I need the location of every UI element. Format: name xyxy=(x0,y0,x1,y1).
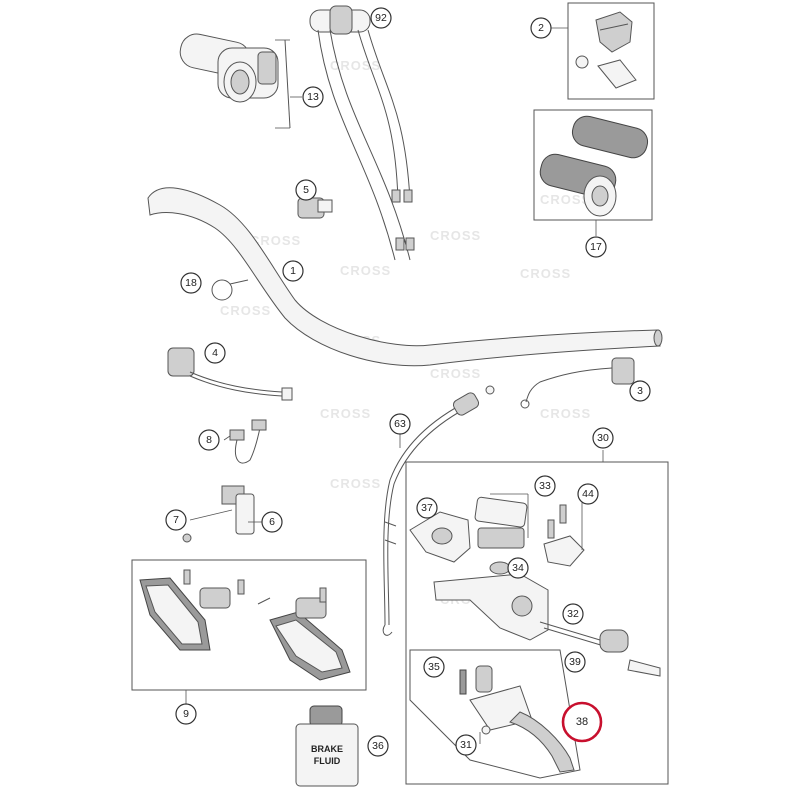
right-switch-part-3 xyxy=(520,357,635,409)
callout-3-label: 3 xyxy=(637,385,643,397)
callout-44-label: 44 xyxy=(582,488,594,500)
callout-18: 18 xyxy=(180,272,202,294)
callout-63: 63 xyxy=(389,413,411,435)
switch-part-5 xyxy=(297,197,333,219)
bottle-label-line2: FLUID xyxy=(314,756,341,766)
watermark: CROSS xyxy=(340,263,391,278)
callout-31-label: 31 xyxy=(460,739,472,751)
grips-box xyxy=(533,109,653,236)
callout-17: 17 xyxy=(585,236,607,258)
watermark: CROSS xyxy=(320,406,371,421)
callout-35-label: 35 xyxy=(428,661,440,673)
watermark: CROSS xyxy=(220,303,271,318)
callout-13: 13 xyxy=(302,86,324,108)
callout-9: 9 xyxy=(175,703,197,725)
callout-6-label: 6 xyxy=(269,516,275,528)
callout-34: 34 xyxy=(507,557,529,579)
callout-3: 3 xyxy=(629,380,651,402)
hand-guards-box xyxy=(131,559,367,704)
callout-2-label: 2 xyxy=(538,22,544,34)
callout-63-label: 63 xyxy=(394,418,406,430)
callout-2: 2 xyxy=(530,17,552,39)
callout-5-label: 5 xyxy=(303,184,309,196)
bottle-label-line1: BRAKE xyxy=(311,744,343,754)
callout-36-label: 36 xyxy=(372,740,384,752)
callout-1: 1 xyxy=(282,260,304,282)
callout-8: 8 xyxy=(198,429,220,451)
left-switch-part-4 xyxy=(167,347,293,401)
callout-9-label: 9 xyxy=(183,708,189,720)
handlebar xyxy=(147,187,663,367)
watermark: CROSS xyxy=(330,476,381,491)
watermark: CROSS xyxy=(330,58,381,73)
callout-31: 31 xyxy=(455,734,477,756)
callout-39: 39 xyxy=(564,651,586,673)
callout-30: 30 xyxy=(592,427,614,449)
callout-17-label: 17 xyxy=(590,241,602,253)
callout-32-label: 32 xyxy=(567,608,579,620)
callout-35: 35 xyxy=(423,656,445,678)
callout-37-label: 37 xyxy=(421,502,433,514)
throttle-assembly xyxy=(179,33,302,129)
watermark: CROSS xyxy=(540,406,591,421)
brake-fluid-bottle: BRAKE FLUID xyxy=(295,705,359,787)
callout-13-label: 13 xyxy=(307,91,319,103)
callout-6: 6 xyxy=(261,511,283,533)
callout-18-label: 18 xyxy=(185,277,197,289)
callout-92-label: 92 xyxy=(375,12,387,24)
cable-tie-part-18 xyxy=(211,279,249,301)
callout-38-label: 38 xyxy=(576,716,588,728)
callout-1-label: 1 xyxy=(290,265,296,277)
callout-4: 4 xyxy=(204,342,226,364)
callout-37: 37 xyxy=(416,497,438,519)
callout-36: 36 xyxy=(367,735,389,757)
callout-33: 33 xyxy=(534,475,556,497)
callout-34-label: 34 xyxy=(512,562,524,574)
callout-7: 7 xyxy=(165,509,187,531)
callout-33-label: 33 xyxy=(539,480,551,492)
master-cylinder-box xyxy=(405,450,669,785)
watermark: CROSS xyxy=(540,192,591,207)
callout-44: 44 xyxy=(577,483,599,505)
connector-parts-6-7-8 xyxy=(182,419,267,543)
watermark: CROSS xyxy=(250,233,301,248)
callout-30-label: 30 xyxy=(597,432,609,444)
callout-7-label: 7 xyxy=(173,514,179,526)
brake-hose xyxy=(382,385,495,636)
callout-38-highlighted: 38 xyxy=(561,701,603,743)
watermark: CROSS xyxy=(520,266,571,281)
callout-4-label: 4 xyxy=(212,347,218,359)
callout-39-label: 39 xyxy=(569,656,581,668)
callout-8-label: 8 xyxy=(206,434,212,446)
watermark: CROSS xyxy=(430,228,481,243)
watermark: CROSS xyxy=(430,366,481,381)
callout-5: 5 xyxy=(295,179,317,201)
callout-92: 92 xyxy=(370,7,392,29)
callout-32: 32 xyxy=(562,603,584,625)
throttle-cables xyxy=(309,5,415,261)
part-2-box xyxy=(546,2,655,100)
